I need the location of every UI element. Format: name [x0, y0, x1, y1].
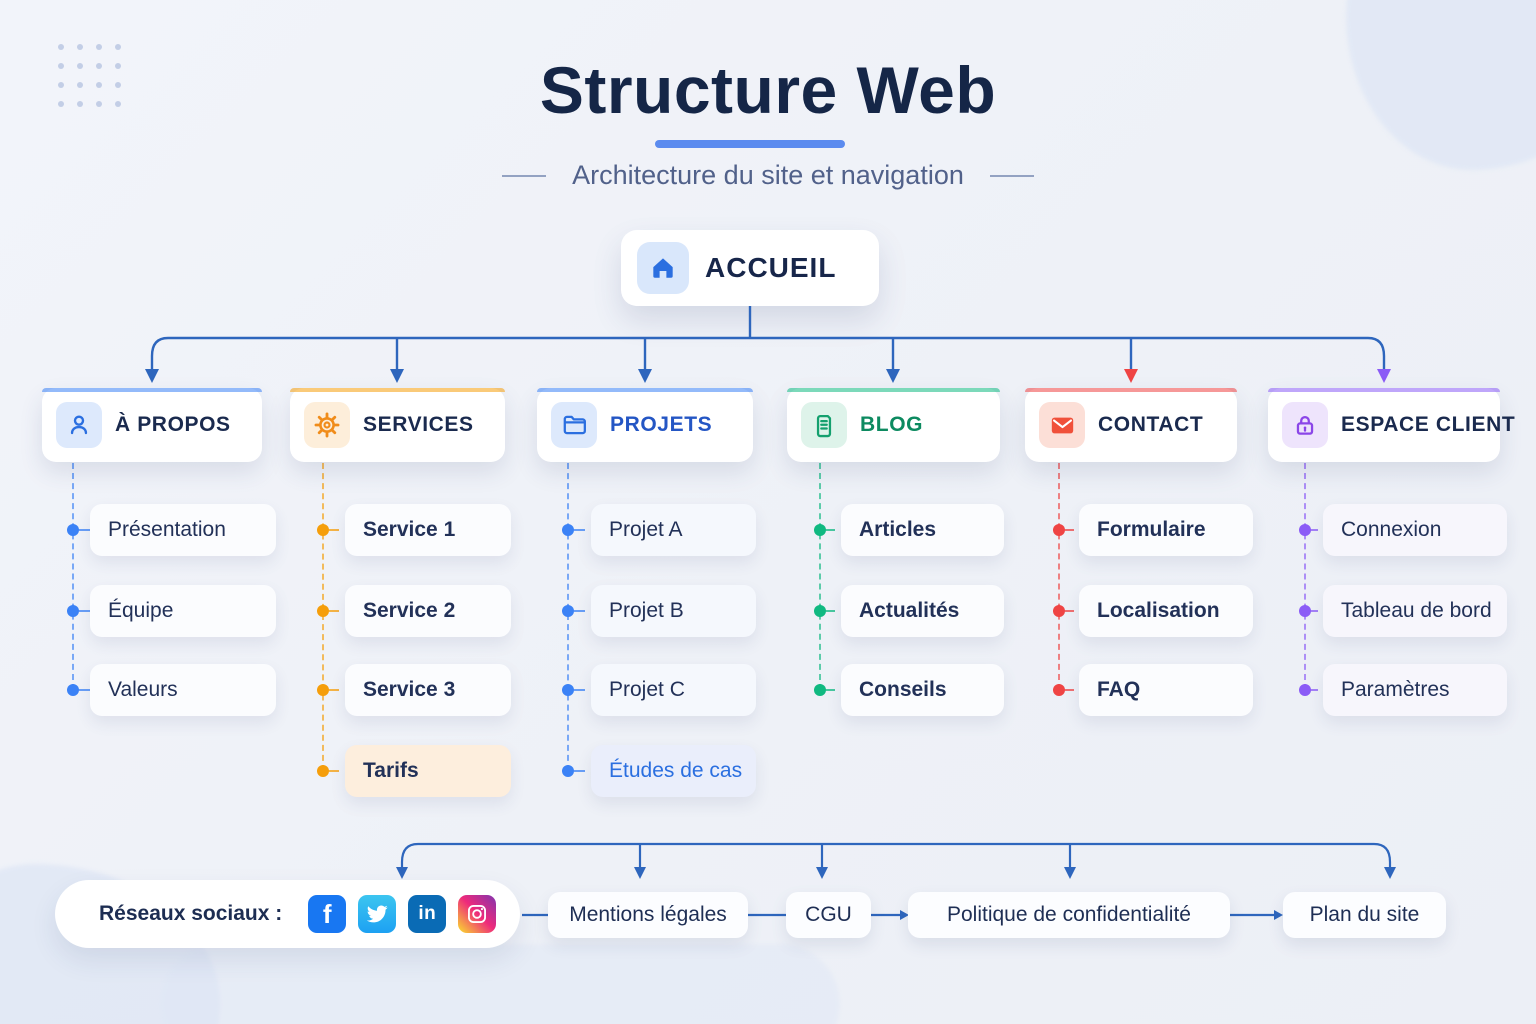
footer-link-politique-confidentialite: Politique de confidentialité — [908, 892, 1230, 938]
leaf-actualites: Actualités — [841, 585, 1004, 637]
facebook-icon: f — [308, 895, 347, 933]
leaf-localisation: Localisation — [1079, 585, 1253, 637]
contact-arrowhead — [1124, 369, 1138, 383]
leaf-connexion: Connexion — [1323, 504, 1507, 556]
leaf-projet-c: Projet C — [591, 664, 756, 716]
leaf-service-2: Service 2 — [345, 585, 511, 637]
leaf-service-1: Service 1 — [345, 504, 511, 556]
decor-blob-footer — [160, 944, 840, 1024]
footer-link-plan-du-site: Plan du site — [1283, 892, 1446, 938]
node-accueil: ACCUEIL — [621, 230, 879, 306]
linkedin-icon: in — [408, 895, 447, 933]
footer-link-cgu: CGU — [786, 892, 871, 938]
gear-icon — [304, 402, 350, 448]
node-projets: PROJETS — [537, 388, 753, 462]
node-blog: BLOG — [787, 388, 1000, 462]
leaf-valeurs: Valeurs — [90, 664, 276, 716]
social-label: Réseaux sociaux : — [99, 902, 283, 925]
node-contact: CONTACT — [1025, 388, 1237, 462]
leaf-conseils: Conseils — [841, 664, 1004, 716]
decor-dot-grid — [58, 44, 121, 107]
subtitle-dash-right — [989, 174, 1034, 177]
leaf-faq: FAQ — [1079, 664, 1253, 716]
user-icon — [56, 402, 102, 448]
leaf-articles: Articles — [841, 504, 1004, 556]
node-a-propos: À PROPOS — [42, 388, 262, 462]
leaf-presentation: Présentation — [90, 504, 276, 556]
footer-arrowheads — [396, 867, 1396, 920]
leaf-tableau-de-bord: Tableau de bord — [1323, 585, 1507, 637]
title-underline — [655, 140, 845, 148]
leaf-etudes-de-cas: Études de cas — [591, 745, 756, 797]
leaf-projet-b: Projet B — [591, 585, 756, 637]
page-subtitle: Architecture du site et navigation — [572, 160, 964, 190]
subtitle-dash-left — [502, 174, 547, 177]
page-title: Structure Web — [539, 53, 997, 127]
instagram-icon — [458, 895, 497, 933]
envelope-icon — [1039, 402, 1085, 448]
leaf-projet-a: Projet A — [591, 504, 756, 556]
branch-arrowheads — [145, 369, 1391, 383]
node-espace-client: ESPACE CLIENT — [1268, 388, 1515, 462]
node-accueil-label: ACCUEIL — [705, 252, 837, 283]
leaf-service-3: Service 3 — [345, 664, 511, 716]
footer-link-mentions-legales: Mentions légales — [548, 892, 748, 938]
home-icon — [637, 242, 689, 294]
lock-icon — [1282, 402, 1328, 448]
espace-client-arrowhead — [1377, 369, 1391, 383]
folder-icon — [551, 402, 597, 448]
node-services: SERVICES — [290, 388, 505, 462]
social-bar: Réseaux sociaux : f in — [55, 880, 520, 948]
document-icon — [801, 402, 847, 448]
twitter-icon — [358, 895, 397, 933]
leaf-equipe: Équipe — [90, 585, 276, 637]
leaf-parametres: Paramètres — [1323, 664, 1507, 716]
leaf-tarifs: Tarifs — [345, 745, 511, 797]
leaf-formulaire: Formulaire — [1079, 504, 1253, 556]
